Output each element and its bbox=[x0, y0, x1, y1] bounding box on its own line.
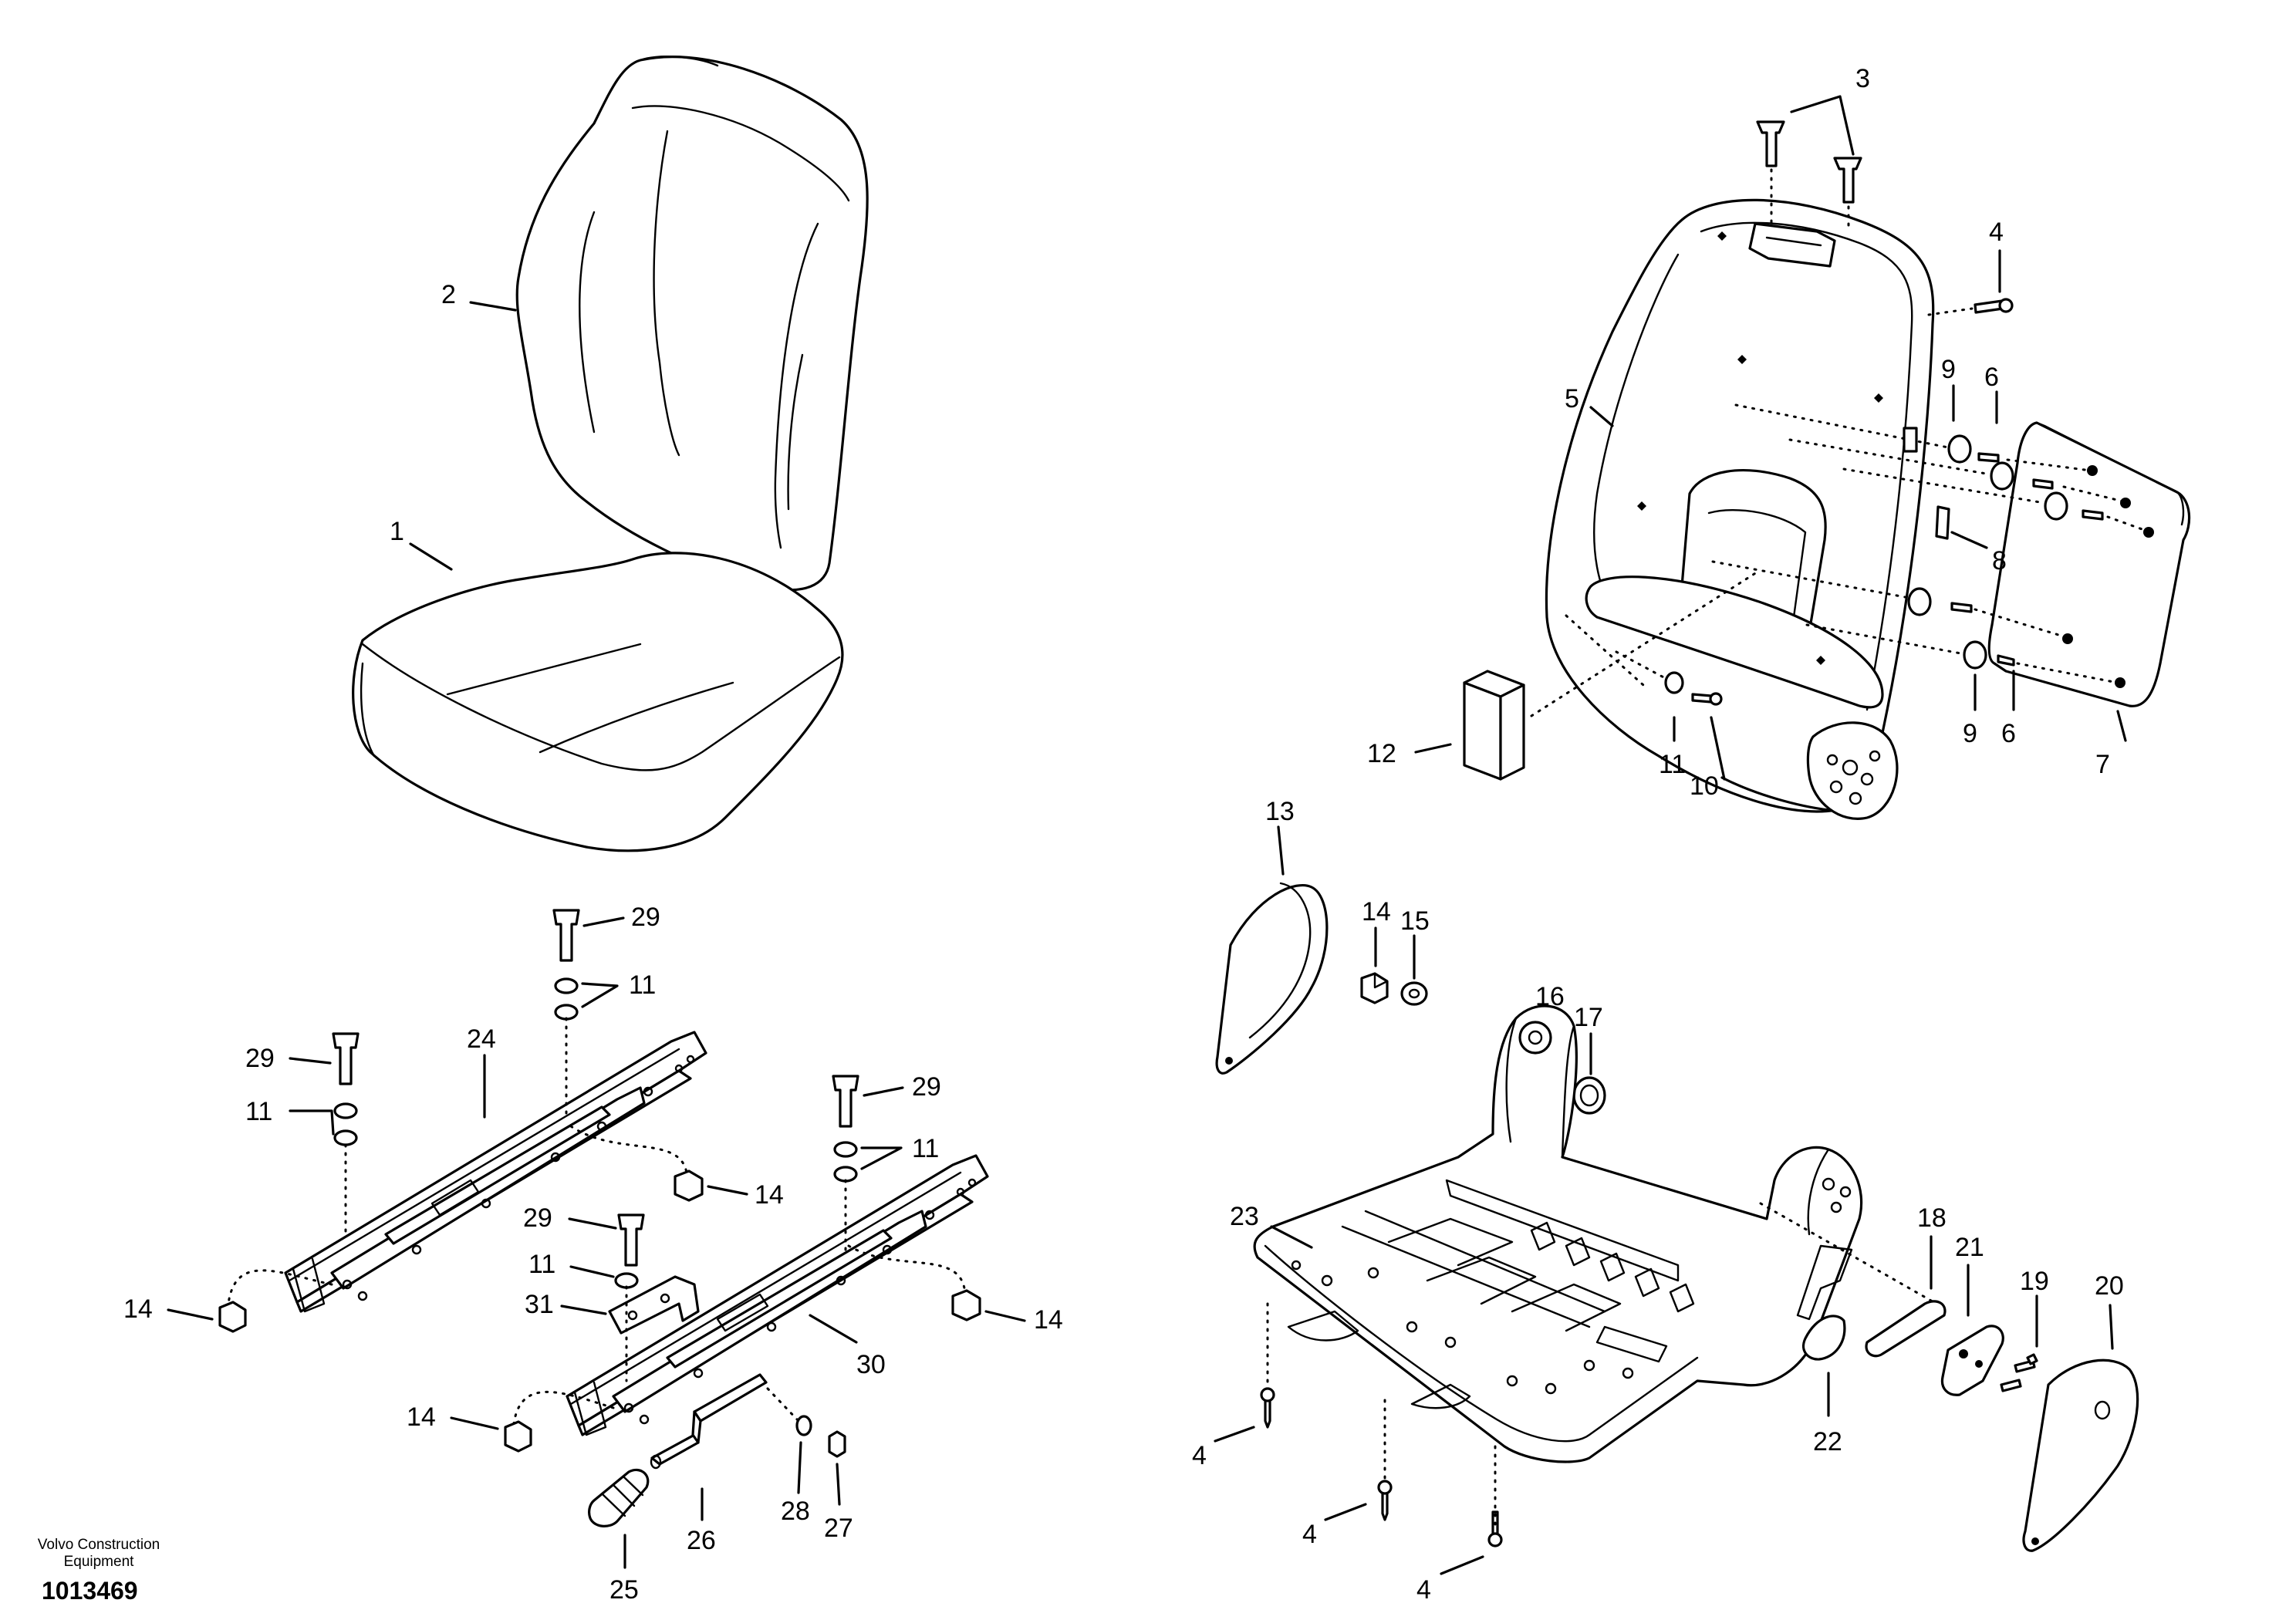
callout-7: 7 bbox=[2095, 750, 2110, 779]
seat-cushion-part-1 bbox=[352, 552, 844, 852]
callout-1: 1 bbox=[390, 517, 404, 546]
callout-31: 31 bbox=[525, 1290, 554, 1319]
callout-6-lower: 6 bbox=[2001, 719, 2016, 748]
callout-4-base-mid: 4 bbox=[1302, 1520, 1317, 1549]
callout-18: 18 bbox=[1917, 1203, 1947, 1233]
screws-part-19 bbox=[2000, 1353, 2038, 1392]
bolt-part-29-left bbox=[332, 1032, 360, 1085]
callout-29-right: 29 bbox=[912, 1072, 941, 1102]
callout-28: 28 bbox=[781, 1497, 810, 1526]
side-cover-part-13 bbox=[1215, 882, 1329, 1075]
handle-part-18 bbox=[1759, 1202, 1947, 1358]
nut-part-14-rail-bottom bbox=[504, 1420, 532, 1453]
bolt-part-29-top bbox=[552, 909, 580, 962]
lever-part-26 bbox=[650, 1373, 768, 1470]
dotted-leaders-headrest bbox=[1565, 403, 2148, 687]
callout-11-back: 11 bbox=[1659, 750, 1686, 779]
callout-11-mid: 11 bbox=[528, 1250, 555, 1279]
callout-11-right: 11 bbox=[912, 1134, 939, 1163]
callout-20: 20 bbox=[2095, 1271, 2124, 1301]
washers-part-11-right bbox=[833, 1141, 858, 1183]
callout-11-top: 11 bbox=[629, 970, 656, 1000]
callout-24: 24 bbox=[467, 1024, 496, 1054]
callout-10: 10 bbox=[1690, 771, 1719, 801]
bolt-part-3 bbox=[1756, 120, 1862, 233]
callout-2: 2 bbox=[441, 280, 456, 309]
bolt-part-29-right bbox=[832, 1075, 859, 1128]
callout-12: 12 bbox=[1367, 739, 1396, 768]
slide-rail-part-30 bbox=[566, 1154, 989, 1436]
brand-label: Volvo Construction Equipment bbox=[14, 1537, 184, 1571]
gear-part-17 bbox=[1572, 1076, 1606, 1115]
washers-part-9 bbox=[1907, 434, 2068, 670]
callout-3: 3 bbox=[1855, 64, 1870, 93]
callout-4-base-right: 4 bbox=[1416, 1575, 1431, 1605]
callout-14-base: 14 bbox=[1362, 897, 1391, 926]
block-part-12 bbox=[1463, 569, 1761, 781]
washer-part-28 bbox=[766, 1387, 812, 1436]
side-cover-part-20 bbox=[2022, 1358, 2139, 1552]
callout-21: 21 bbox=[1955, 1233, 1984, 1262]
washers-part-11-left bbox=[333, 1102, 358, 1146]
washer-part-15 bbox=[1400, 981, 1428, 1006]
callout-14-rail-left: 14 bbox=[123, 1294, 153, 1324]
slide-rail-part-24 bbox=[284, 1031, 707, 1313]
seat-backrest-part-2 bbox=[515, 56, 869, 592]
callout-8: 8 bbox=[1992, 546, 2007, 575]
callout-15: 15 bbox=[1400, 906, 1430, 936]
callout-13: 13 bbox=[1265, 797, 1295, 826]
screws-part-6 bbox=[1950, 452, 2104, 667]
knob-part-22 bbox=[1802, 1315, 1846, 1361]
bolt-part-29-mid bbox=[617, 1213, 645, 1267]
callout-22: 22 bbox=[1813, 1427, 1842, 1456]
callout-29-top: 29 bbox=[631, 903, 660, 932]
washer-part-11-mid bbox=[614, 1272, 639, 1289]
nut-part-14-base bbox=[1360, 972, 1389, 1004]
knob-part-25 bbox=[588, 1468, 650, 1527]
callout-19: 19 bbox=[2020, 1267, 2049, 1296]
callout-9-lower: 9 bbox=[1963, 719, 1977, 748]
nut-part-14-rail-top bbox=[674, 1169, 704, 1202]
callout-25: 25 bbox=[609, 1575, 639, 1605]
seat-base-part-23 bbox=[1253, 1004, 1863, 1463]
callout-4-top: 4 bbox=[1989, 218, 2004, 247]
nut-part-27 bbox=[828, 1430, 846, 1458]
callout-14-rail-bottom: 14 bbox=[407, 1402, 436, 1432]
headrest-mount-part-7 bbox=[1987, 421, 2191, 707]
callout-6-upper: 6 bbox=[1984, 363, 1999, 392]
brand-line-2: Equipment bbox=[63, 1554, 134, 1570]
screw-part-4-top bbox=[1927, 298, 2014, 316]
callout-14-rail-top: 14 bbox=[755, 1180, 784, 1210]
screws-part-4-base bbox=[1260, 1302, 1503, 1547]
backrest-frame-part-5 bbox=[1545, 198, 1935, 820]
nut-part-14-rail-right bbox=[951, 1289, 981, 1321]
plate-part-21 bbox=[1940, 1325, 2004, 1396]
callout-17: 17 bbox=[1574, 1003, 1603, 1032]
screw-part-10 bbox=[1691, 692, 1723, 706]
callout-30: 30 bbox=[856, 1350, 886, 1379]
callout-29-mid: 29 bbox=[523, 1203, 552, 1233]
washers-part-11-top bbox=[554, 977, 579, 1021]
callout-29-left: 29 bbox=[245, 1044, 275, 1073]
label-part-8 bbox=[1903, 427, 1950, 540]
callout-4-base-left: 4 bbox=[1192, 1441, 1207, 1470]
callout-26: 26 bbox=[687, 1526, 716, 1555]
callout-11-left: 11 bbox=[245, 1097, 272, 1126]
callout-14-rail-right: 14 bbox=[1034, 1305, 1063, 1335]
callout-5: 5 bbox=[1565, 384, 1579, 413]
drawing-number: 1013469 bbox=[42, 1577, 138, 1605]
callout-23: 23 bbox=[1230, 1202, 1259, 1231]
brand-line-1: Volvo Construction bbox=[37, 1537, 160, 1553]
callout-9-upper: 9 bbox=[1941, 355, 1956, 384]
bracket-part-31 bbox=[608, 1275, 700, 1335]
nut-part-14-rail-left bbox=[218, 1301, 247, 1333]
callout-27: 27 bbox=[824, 1514, 853, 1543]
